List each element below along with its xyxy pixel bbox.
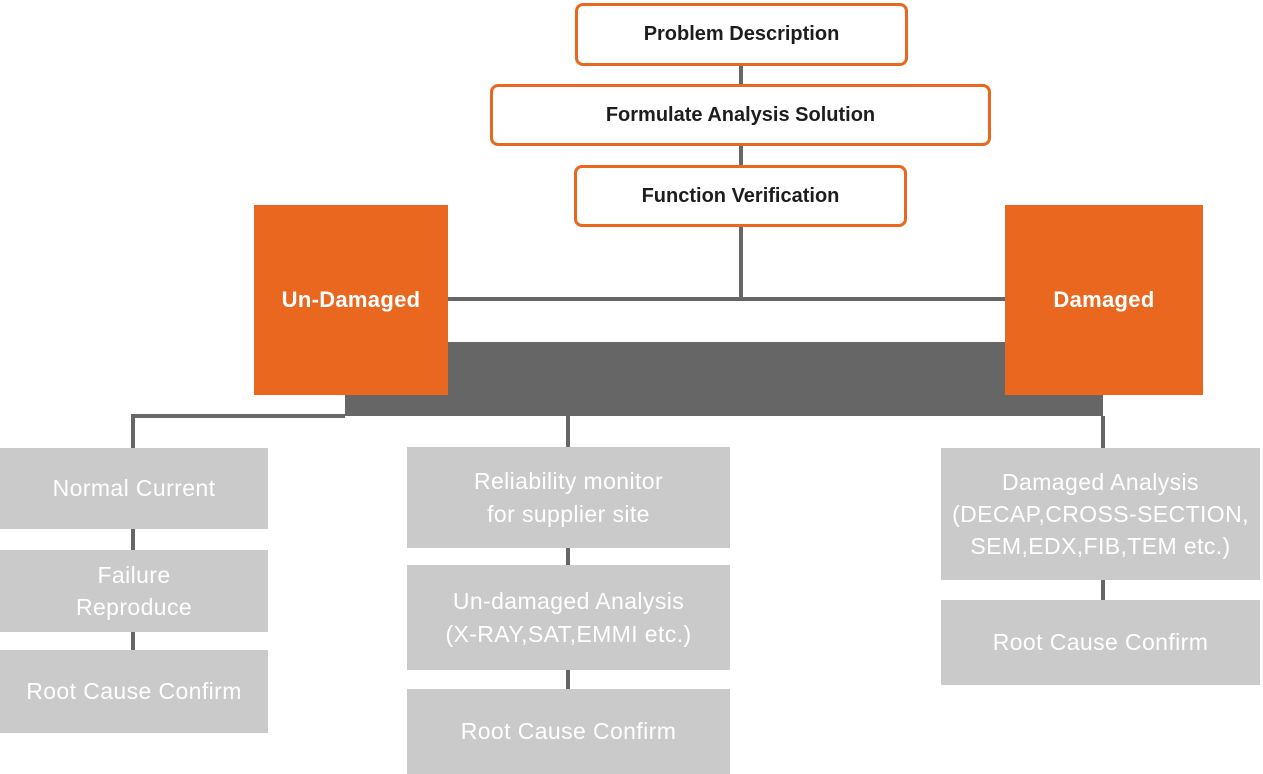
node-un-damaged-analysis: Un-damaged Analysis (X-RAY,SAT,EMMI etc.… [407,565,730,670]
node-damaged-analysis: Damaged Analysis (DECAP,CROSS-SECTION, S… [941,448,1260,580]
divider-bar [345,342,1103,416]
step-function-verification: Function Verification [574,165,907,227]
connector-left-1 [131,529,135,550]
node-middle-root-cause-confirm: Root Cause Confirm [407,689,730,774]
step-formulate-analysis-solution-label: Formulate Analysis Solution [605,103,876,126]
node-normal-current: Normal Current [0,448,268,529]
node-middle-root-cause-confirm-label: Root Cause Confirm [460,718,677,745]
connector-left-elbow-vertical [131,414,135,448]
node-reliability-monitor-label: Reliability monitor for supplier site [473,468,664,527]
branch-un-damaged: Un-Damaged [254,205,448,395]
connector-formulate-to-function [739,146,743,165]
step-problem-description: Problem Description [575,3,908,66]
branch-damaged: Damaged [1005,205,1203,395]
step-function-verification-label: Function Verification [641,184,840,207]
node-right-root-cause-confirm: Root Cause Confirm [941,600,1260,685]
connector-function-drop [739,227,743,301]
connector-right-1 [1101,580,1105,600]
node-failure-reproduce: Failure Reproduce [0,550,268,632]
connector-problem-to-formulate [739,66,743,84]
connector-middle-1 [566,548,570,565]
connector-left-2 [131,632,135,650]
connector-branch-split [448,297,1005,301]
branch-damaged-label: Damaged [1053,287,1155,312]
step-formulate-analysis-solution: Formulate Analysis Solution [490,84,991,146]
connector-left-elbow-horizontal [131,414,345,418]
node-left-root-cause-confirm-label: Root Cause Confirm [26,678,242,705]
node-right-root-cause-confirm-label: Root Cause Confirm [992,629,1209,656]
connector-bar-to-middle-column [566,416,570,447]
node-damaged-analysis-label: Damaged Analysis (DECAP,CROSS-SECTION, S… [952,468,1249,560]
node-left-root-cause-confirm: Root Cause Confirm [0,650,268,733]
node-normal-current-label: Normal Current [52,475,216,502]
node-un-damaged-analysis-label: Un-damaged Analysis (X-RAY,SAT,EMMI etc.… [445,588,692,647]
node-reliability-monitor: Reliability monitor for supplier site [407,447,730,548]
connector-middle-2 [566,670,570,689]
connector-bar-to-right-column [1101,416,1105,448]
branch-un-damaged-label: Un-Damaged [281,287,421,312]
node-failure-reproduce-label: Failure Reproduce [75,561,193,620]
step-problem-description-label: Problem Description [643,23,840,45]
